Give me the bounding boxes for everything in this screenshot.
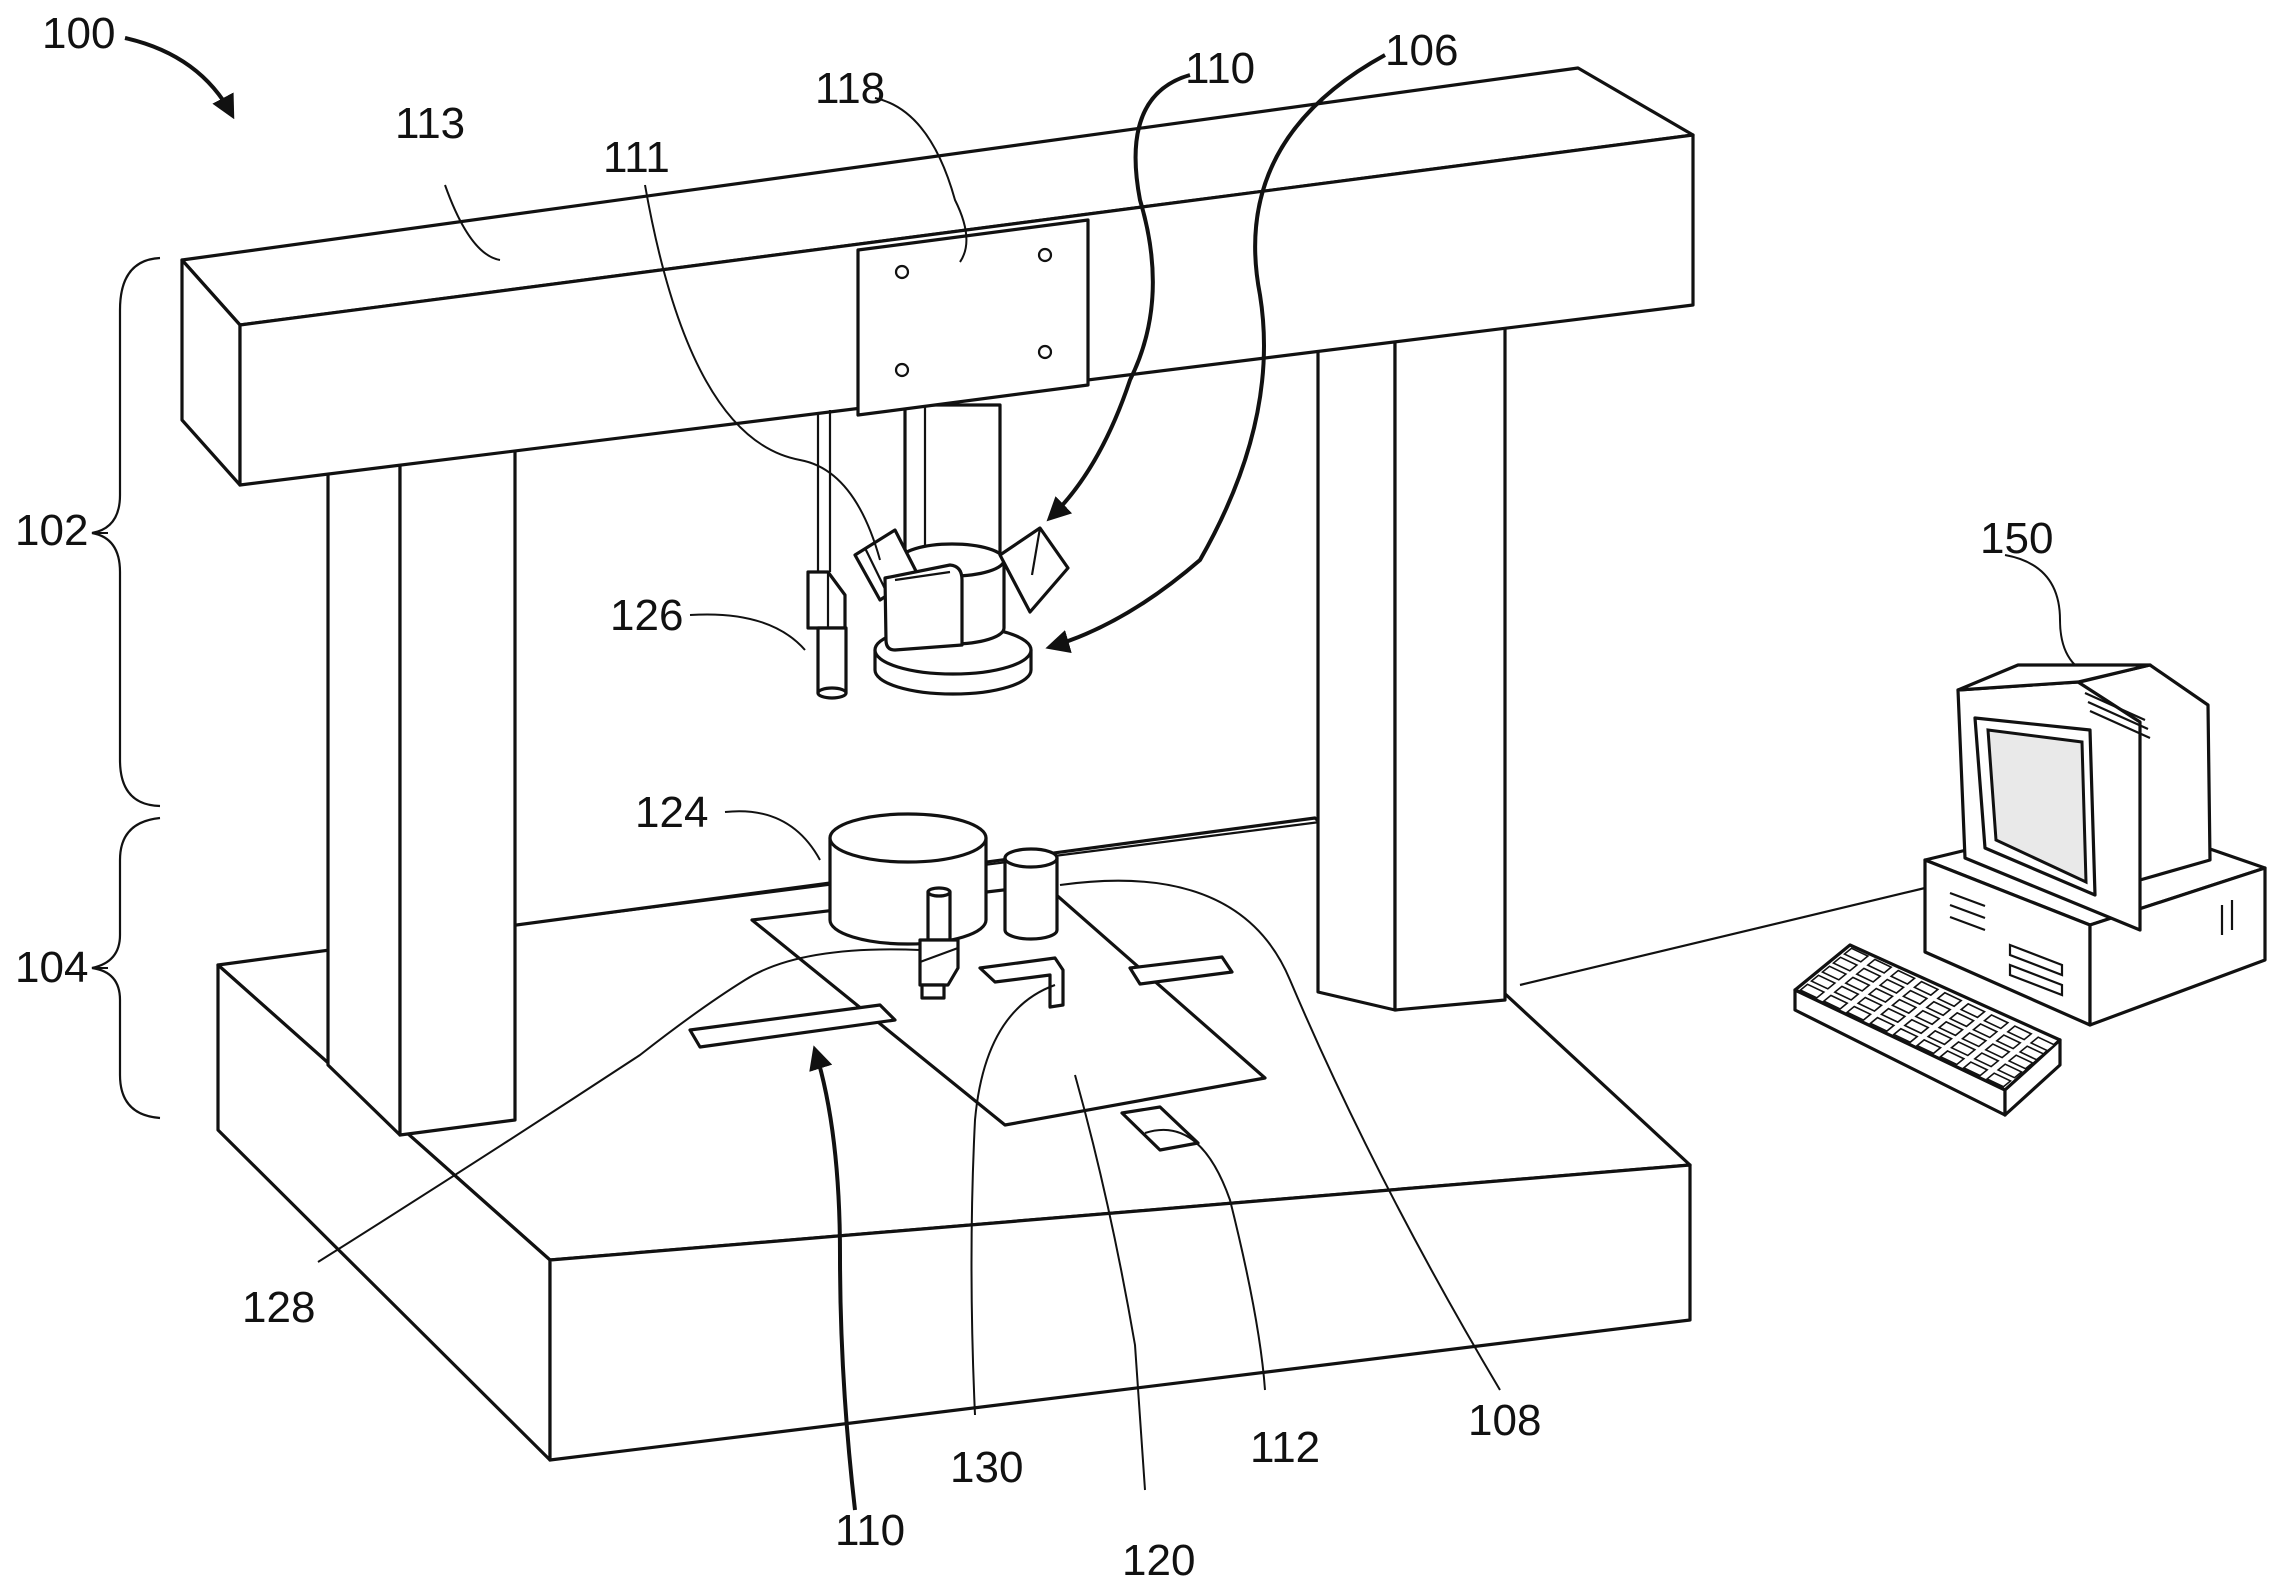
label-102: 102 (15, 506, 88, 555)
label-108: 108 (1468, 1396, 1541, 1445)
carriage-plate (858, 220, 1088, 415)
left-column (328, 438, 515, 1135)
label-120: 120 (1122, 1536, 1195, 1585)
sensor-block-right (1000, 528, 1068, 612)
label-110-lower: 110 (835, 1506, 905, 1555)
cylinder-object (830, 814, 986, 944)
right-column (1318, 318, 1505, 1010)
z-column (905, 405, 1000, 555)
upper-probe (808, 410, 846, 698)
label-118: 118 (815, 64, 885, 113)
label-106: 106 (1385, 26, 1458, 75)
label-128: 128 (242, 1283, 315, 1332)
label-126: 126 (610, 591, 683, 640)
label-112: 112 (1250, 1423, 1320, 1472)
label-150: 150 (1980, 514, 2053, 563)
label-111: 111 (603, 133, 670, 182)
label-104: 104 (15, 943, 88, 992)
label-124: 124 (635, 788, 708, 837)
sensor-block-front (885, 565, 962, 650)
label-110-upper: 110 (1185, 44, 1255, 93)
reference-artifact (1005, 849, 1057, 939)
label-130: 130 (950, 1443, 1023, 1492)
label-100: 100 (42, 9, 115, 58)
label-113: 113 (395, 99, 465, 148)
